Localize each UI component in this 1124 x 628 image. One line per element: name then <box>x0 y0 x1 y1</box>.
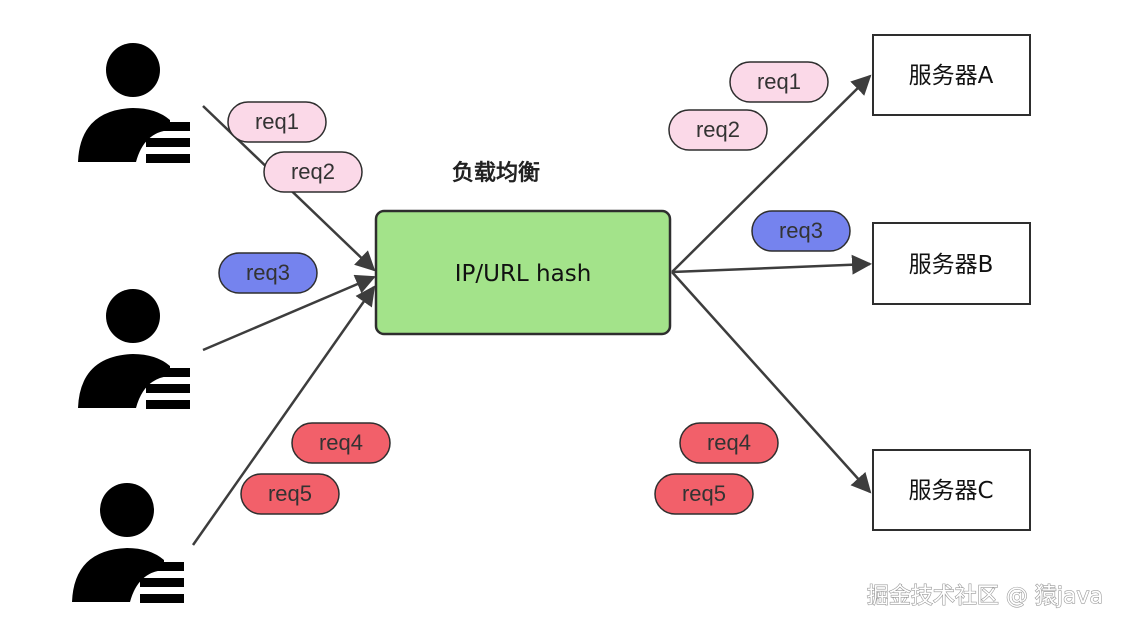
svg-text:req4: req4 <box>319 430 363 455</box>
server-b-label: 服务器B <box>909 252 994 278</box>
arrow-client2-to-balancer <box>202 274 376 352</box>
diagram-title: 负载均衡 <box>452 160 540 186</box>
svg-text:req1: req1 <box>255 109 299 134</box>
incoming-request-pill-req1: req1 <box>227 101 327 143</box>
svg-text:req5: req5 <box>268 481 312 506</box>
outgoing-request-pill-req5: req5 <box>654 473 754 515</box>
server-c-box: 服务器C <box>872 449 1031 531</box>
svg-text:req2: req2 <box>696 117 740 142</box>
outgoing-request-pill-req3: req3 <box>751 210 851 252</box>
svg-text:req4: req4 <box>707 430 751 455</box>
incoming-request-pill-req2: req2 <box>263 151 363 193</box>
client-1-user-icon <box>78 43 190 163</box>
watermark: 掘金技术社区 @ 猿java <box>867 584 1103 609</box>
svg-text:req2: req2 <box>291 159 335 184</box>
load-balancer-box: IP/URL hash <box>374 209 672 336</box>
server-a-box: 服务器A <box>872 34 1031 116</box>
arrow-balancer-to-server-c <box>671 271 872 494</box>
client-2-user-icon <box>78 289 190 409</box>
incoming-request-pill-req4: req4 <box>291 422 391 464</box>
outgoing-request-pill-req1: req1 <box>729 61 829 103</box>
svg-text:req3: req3 <box>246 260 290 285</box>
arrow-balancer-to-server-b <box>671 254 872 275</box>
svg-text:req5: req5 <box>682 481 726 506</box>
arrow-client3-to-balancer <box>191 285 376 546</box>
load-balancer-label: IP/URL hash <box>455 261 592 287</box>
arrow-balancer-to-server-a <box>671 74 872 273</box>
incoming-request-pill-req3: req3 <box>218 252 318 294</box>
server-c-label: 服务器C <box>908 478 993 504</box>
outgoing-request-pill-req2: req2 <box>668 109 768 151</box>
svg-text:req3: req3 <box>779 218 823 243</box>
server-a-label: 服务器A <box>909 63 994 89</box>
incoming-request-pill-req5: req5 <box>240 473 340 515</box>
server-b-box: 服务器B <box>872 222 1031 305</box>
svg-text:req1: req1 <box>757 69 801 94</box>
outgoing-request-pill-req4: req4 <box>679 422 779 464</box>
client-3-user-icon <box>72 483 184 603</box>
